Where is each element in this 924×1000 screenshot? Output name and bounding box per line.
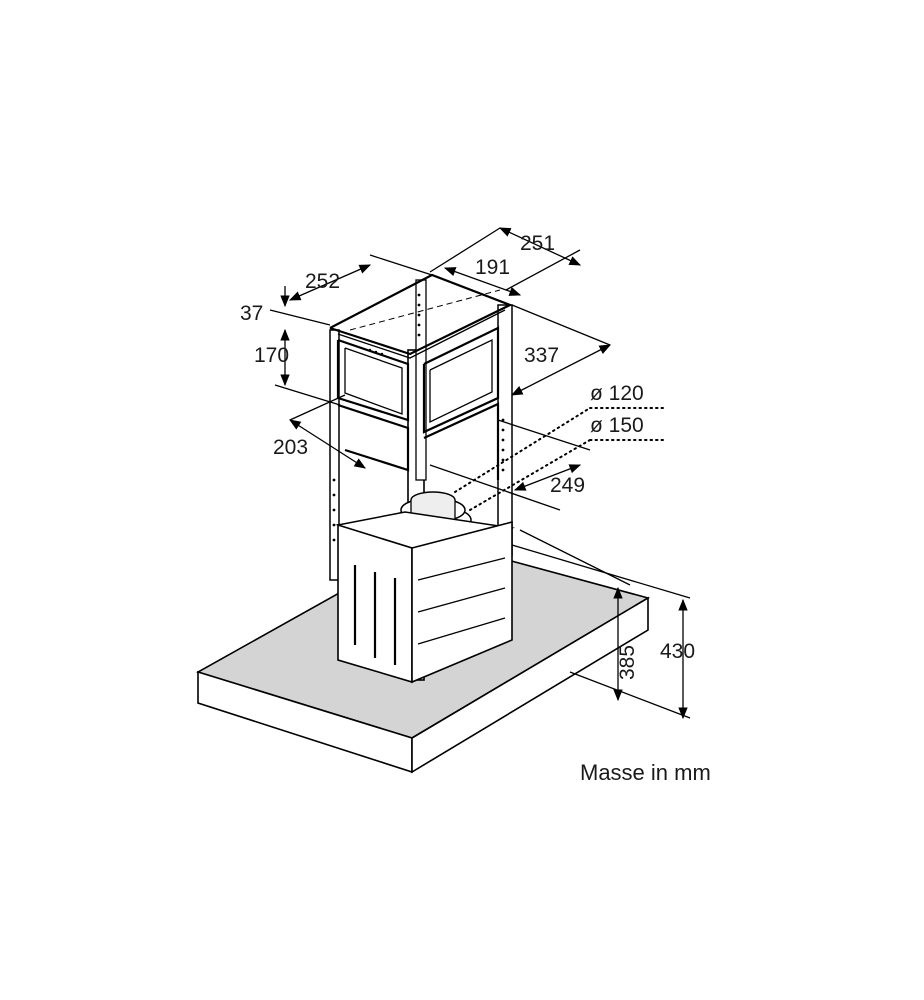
dim-label-251: 251: [520, 232, 555, 255]
motor-housing: [335, 511, 515, 684]
dimension-lines: [269, 227, 691, 720]
dim-label-249: 249: [550, 474, 585, 497]
dim-label-170: 170: [254, 344, 289, 367]
dim-label-diameter-150: ø 150: [590, 414, 644, 437]
dim-label-430: 430: [660, 640, 695, 663]
dim-label-337: 337: [524, 344, 559, 367]
dim-label-191: 191: [475, 256, 510, 279]
dim-label-diameter-120: ø 120: [590, 382, 644, 405]
dim-label-203: 203: [273, 436, 308, 459]
units-caption: Masse in mm: [580, 760, 711, 785]
dim-label-385: 385: [616, 645, 639, 680]
dim-label-37: 37: [240, 302, 263, 325]
dim-label-252: 252: [305, 270, 340, 293]
